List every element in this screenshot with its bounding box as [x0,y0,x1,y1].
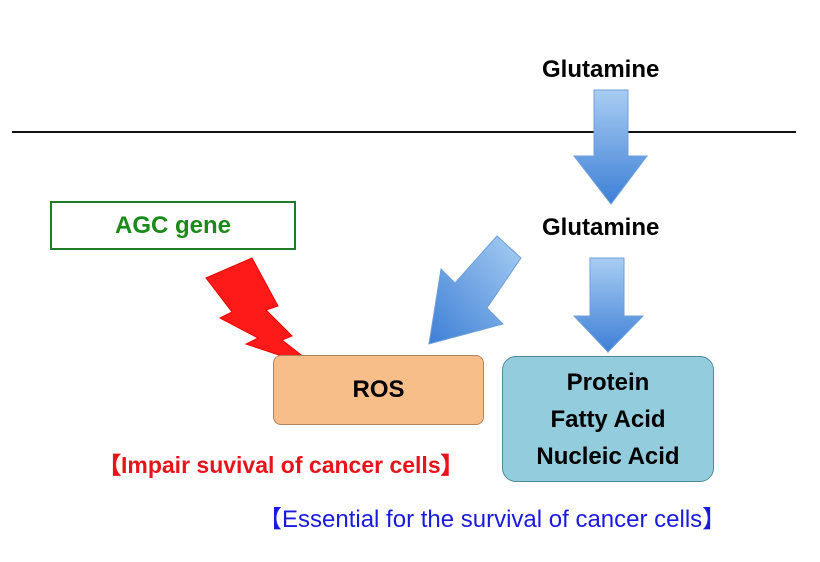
ros-box: ROS [273,355,484,425]
product-nucleic-acid-label: Nucleic Acid [536,442,680,470]
product-protein-label: Protein [566,368,650,396]
essential-survival-caption: 【Essential for the survival of cancer ce… [258,506,727,533]
ros-label: ROS [352,376,405,403]
glutamine-outside-label: Glutamine [542,56,660,83]
agc-gene-label: AGC gene [114,211,231,239]
product-fatty-acid-label: Fatty Acid [550,405,666,433]
lightning-bolt-icon [205,257,319,369]
glutamine-to-products-arrow [572,257,645,353]
glutamine-inside-label: Glutamine [542,214,660,241]
cell-membrane-line [12,131,796,133]
products-box: Protein Fatty Acid Nucleic Acid [502,356,714,482]
impair-survival-caption: 【Impair suvival of cancer cells】 [98,452,464,478]
glutamine-to-ros-arrow [428,235,522,345]
transport-arrow [572,89,648,205]
agc-gene-box: AGC gene [50,201,296,250]
